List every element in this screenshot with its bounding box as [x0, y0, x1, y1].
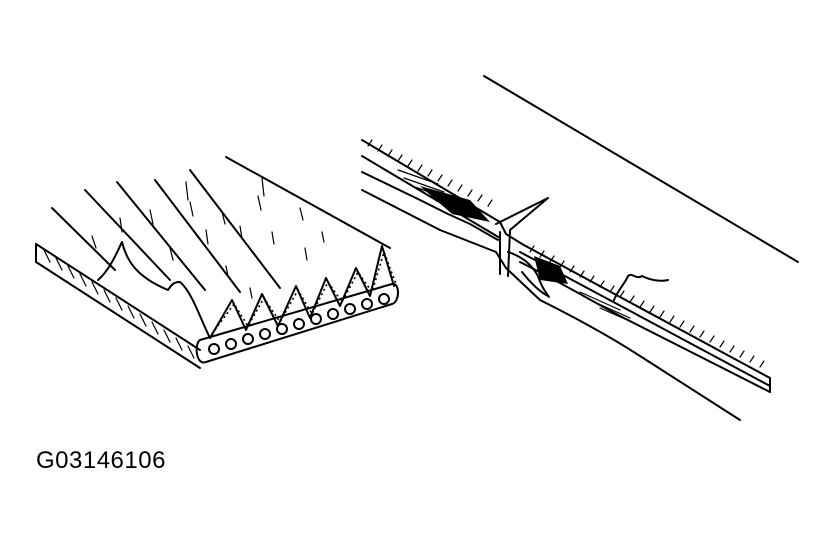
- cord-holes: [208, 293, 390, 355]
- belt-backing: [35, 243, 201, 369]
- separation-shade-right: [534, 256, 568, 284]
- lifted-layer: [507, 251, 550, 298]
- belt-band-upper: [361, 139, 771, 379]
- surface-crack: [613, 273, 669, 301]
- rib-profile: [97, 241, 397, 339]
- belt-top-edge: [483, 75, 799, 263]
- split-belt-drawing: [361, 75, 799, 421]
- belt-band-hatch: [367, 139, 765, 368]
- belt-cut-face: [195, 282, 399, 364]
- belt-rib-lines: [51, 156, 391, 293]
- rib-crack-marks: [91, 177, 325, 299]
- figure-code: G03146106: [36, 447, 166, 474]
- ribbed-belt-drawing: [35, 156, 399, 369]
